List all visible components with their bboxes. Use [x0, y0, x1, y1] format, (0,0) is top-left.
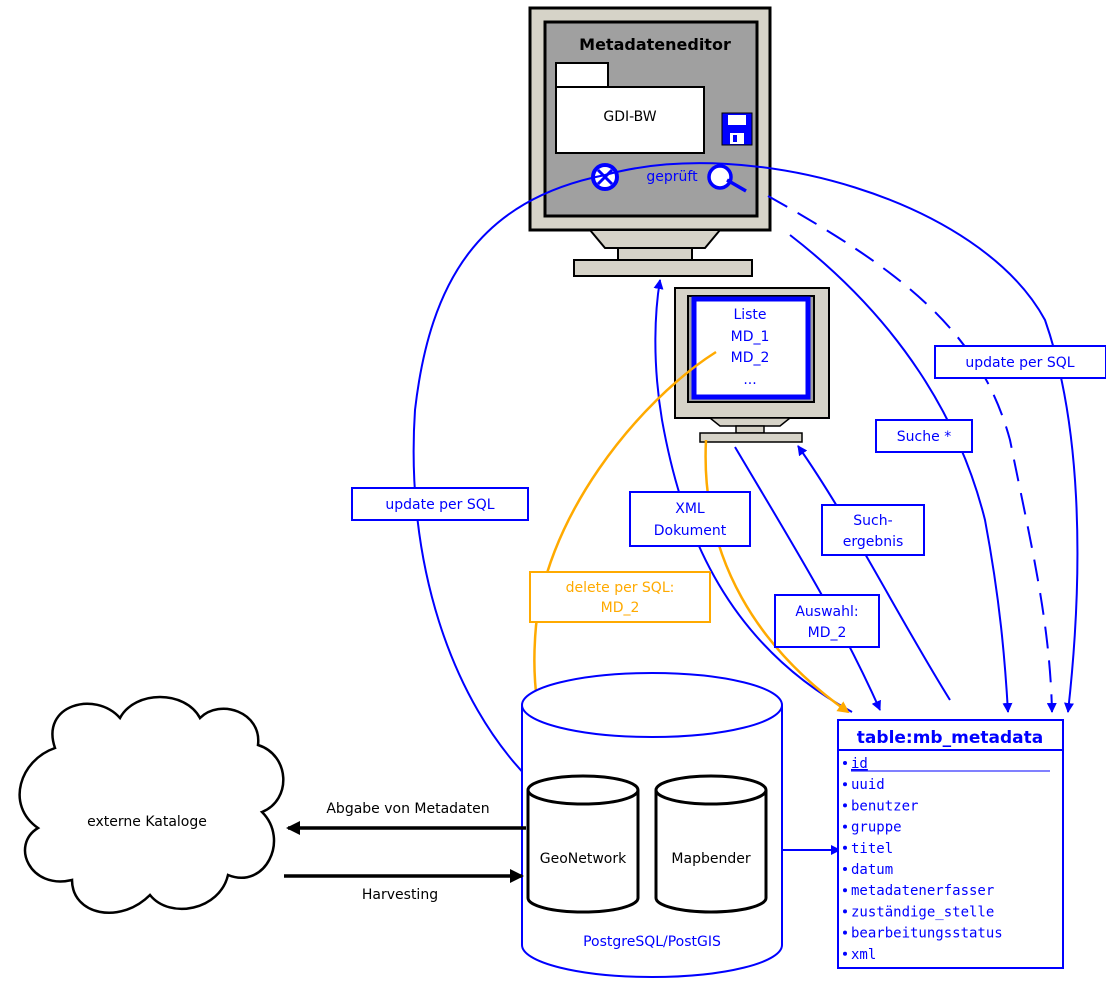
field-bullet	[843, 930, 847, 935]
list-monitor: Liste MD_1 MD_2 ...	[674, 287, 830, 443]
field-bullet	[843, 909, 847, 914]
list-line[interactable]: MD_2	[731, 350, 770, 366]
label-update-right: update per SQL	[934, 345, 1106, 379]
list-line[interactable]: MD_1	[731, 329, 770, 345]
table-field: metadatenerfasser	[851, 883, 994, 899]
field-bullet	[843, 845, 847, 850]
table-title: table:mb_metadata	[857, 728, 1043, 748]
label-xml-dokument: XML Dokument	[629, 491, 751, 547]
update-left-connector	[412, 174, 606, 783]
table-fields: id uuid benutzer gruppe titel datum metadatene…	[843, 756, 1050, 963]
editor-monitor: Metadateneditor GDI-BW geprüft	[528, 6, 772, 277]
table-field: gruppe	[851, 820, 902, 836]
harvesting-label: Harvesting	[362, 887, 438, 903]
svg-text:update per SQL: update per SQL	[965, 355, 1074, 371]
svg-text:MD_2: MD_2	[601, 600, 640, 616]
geonetwork-label: GeoNetwork	[540, 851, 627, 867]
floppy-disk-icon[interactable]	[721, 112, 753, 146]
table-field: uuid	[851, 777, 885, 793]
table-field: bearbeitungsstatus	[851, 926, 1003, 942]
table-field: xml	[851, 947, 876, 963]
auswahl-connector	[734, 446, 881, 711]
abgabe-label: Abgabe von Metadaten	[326, 801, 489, 817]
folder-label: GDI-BW	[603, 109, 656, 125]
xml-connector	[653, 279, 853, 713]
orange-select-connector	[704, 439, 850, 714]
field-bullet	[843, 782, 847, 787]
list-line: ...	[743, 372, 756, 388]
svg-text:Such-: Such-	[853, 513, 892, 529]
svg-text:ergebnis: ergebnis	[843, 534, 904, 550]
status-label: geprüft	[646, 169, 698, 185]
field-bullet	[843, 803, 847, 808]
svg-text:Suche *: Suche *	[897, 429, 951, 445]
label-delete: delete per SQL: MD_2	[529, 571, 711, 623]
svg-text:delete per SQL:: delete per SQL:	[566, 580, 675, 596]
svg-text:XML: XML	[675, 501, 705, 517]
field-bullet	[843, 951, 847, 956]
label-update-left: update per SQL	[351, 487, 529, 521]
geonetwork-db[interactable]: GeoNetwork	[526, 774, 640, 914]
svg-text:Dokument: Dokument	[654, 523, 727, 539]
search-magnifier-icon[interactable]	[707, 164, 747, 193]
field-bullet	[843, 761, 847, 765]
label-auswahl: Auswahl: MD_2	[774, 594, 880, 648]
table-field: id	[851, 756, 868, 772]
suche-connector	[789, 234, 1013, 713]
dashed-connector	[767, 195, 1057, 713]
table-field: benutzer	[851, 798, 918, 814]
suchergebnis-connector	[797, 445, 951, 701]
mapbender-label: Mapbender	[671, 851, 750, 867]
svg-text:MD_2: MD_2	[808, 625, 847, 641]
label-suchergebnis: Such- ergebnis	[821, 504, 925, 556]
mapbender-db[interactable]: Mapbender	[654, 774, 768, 914]
database-title: PostgreSQL/PostGIS	[583, 934, 721, 950]
editor-title: Metadateneditor	[579, 35, 731, 54]
label-suche: Suche *	[875, 419, 973, 453]
list-line: Liste	[733, 307, 766, 323]
external-catalogs-cloud[interactable]: externe Kataloge	[18, 695, 285, 914]
folder-gdi-bw[interactable]: GDI-BW	[555, 62, 705, 154]
field-bullet	[843, 824, 847, 829]
update-right-connector	[604, 162, 1079, 713]
mb-metadata-table[interactable]: table:mb_metadata id uuid benutzer gruppe ti…	[837, 719, 1064, 969]
table-field: datum	[851, 862, 893, 878]
field-bullet	[843, 867, 847, 871]
table-field: zuständige_stelle	[851, 904, 994, 920]
field-bullet	[843, 888, 847, 893]
svg-text:update per SQL: update per SQL	[385, 497, 494, 513]
cloud-label: externe Kataloge	[87, 814, 207, 830]
table-field: titel	[851, 841, 893, 857]
svg-text:Auswahl:: Auswahl:	[795, 604, 858, 620]
